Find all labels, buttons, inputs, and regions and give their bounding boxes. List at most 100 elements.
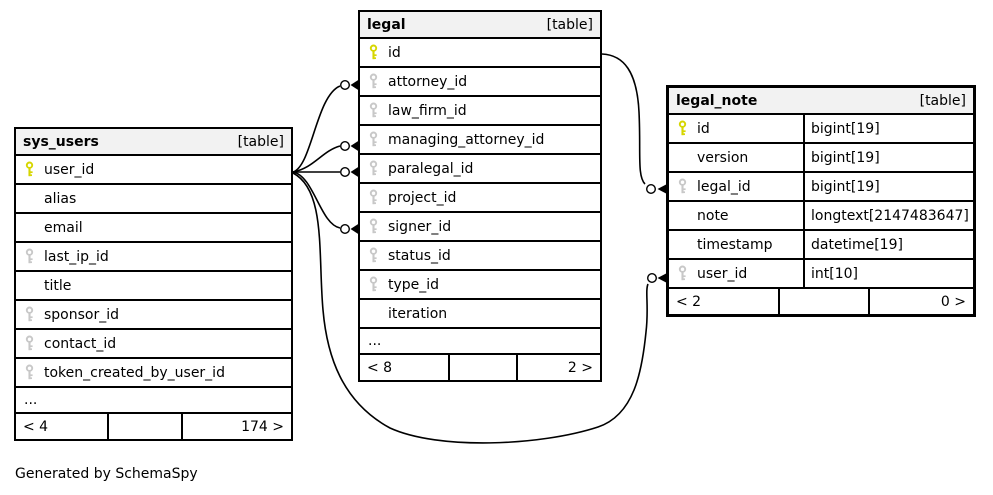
- column-row: law_firm_id: [360, 97, 600, 126]
- table-type-tag: [table]: [919, 92, 966, 109]
- rows-count: 0 >: [940, 293, 966, 310]
- column-type: bigint[19]: [803, 144, 973, 171]
- column-name: signer_id: [388, 218, 452, 235]
- key-icon-slot: [368, 276, 388, 293]
- key-icon-slot: [368, 160, 388, 177]
- footer-middle-cell: [448, 355, 518, 380]
- column-row: attorney_id: [360, 68, 600, 97]
- key-icon-slot: [368, 218, 388, 235]
- column-row: id: [360, 39, 600, 68]
- key-icon-slot: [24, 306, 44, 323]
- connector-legal-id-to-legal-note-legal-id: [601, 53, 646, 185]
- foreign-key-icon: [369, 131, 378, 147]
- foreign-key-icon: [678, 178, 687, 194]
- column-name: user_id: [697, 265, 748, 282]
- primary-key-icon: [369, 44, 378, 60]
- column-row: alias: [16, 185, 291, 214]
- foreign-key-icon: [25, 306, 34, 322]
- column-row: paralegal_id: [360, 155, 600, 184]
- column-name: email: [44, 219, 83, 236]
- column-type: longtext[2147483647]: [803, 202, 973, 229]
- column-name: note: [697, 207, 729, 224]
- footer-middle-cell: [107, 414, 183, 439]
- table-type-tag: [table]: [546, 16, 593, 33]
- column-name: project_id: [388, 189, 457, 206]
- column-name: paralegal_id: [388, 160, 474, 177]
- key-icon-slot: [368, 102, 388, 119]
- column-row: title: [16, 272, 291, 301]
- zero-circle-icon: [647, 273, 658, 284]
- column-row: signer_id: [360, 213, 600, 242]
- connector-sys-users-user-id-to-legal-note-user-id: [292, 172, 649, 444]
- footer-middle-cell: [778, 289, 870, 314]
- crowfoot-arrow-icon: [350, 79, 359, 91]
- key-icon-slot: [368, 73, 388, 90]
- column-name: timestamp: [697, 236, 773, 253]
- zero-circle-icon: [340, 79, 351, 90]
- column-name: managing_attorney_id: [388, 131, 545, 148]
- column-name: alias: [44, 190, 77, 207]
- column-name: legal_id: [697, 178, 751, 195]
- column-name: title: [44, 277, 72, 294]
- key-icon-slot: [24, 248, 44, 265]
- column-row: project_id: [360, 184, 600, 213]
- column-row: status_id: [360, 242, 600, 271]
- foreign-key-icon: [369, 247, 378, 263]
- primary-key-icon: [25, 161, 34, 177]
- foreign-key-icon: [25, 335, 34, 351]
- column-row: email: [16, 214, 291, 243]
- column-name: iteration: [388, 305, 448, 322]
- zero-circle-icon: [340, 166, 351, 177]
- foreign-key-icon: [369, 160, 378, 176]
- column-name: law_firm_id: [388, 102, 467, 119]
- zero-circle-icon: [340, 223, 351, 234]
- column-row: last_ip_id: [16, 243, 291, 272]
- column-name: status_id: [388, 247, 451, 264]
- column-name: version: [697, 149, 749, 166]
- column-row: user_id: [16, 156, 291, 185]
- rows-count: 2 >: [567, 359, 593, 376]
- table-name[interactable]: legal: [367, 16, 406, 33]
- ellipsis-row: ...: [360, 329, 600, 355]
- key-icon-slot: [368, 189, 388, 206]
- zero-circle-icon: [340, 140, 351, 151]
- crowfoot-arrow-icon: [657, 183, 668, 195]
- table-name[interactable]: legal_note: [676, 92, 758, 109]
- column-row: user_id int[10]: [669, 260, 973, 289]
- parents-count: < 4: [23, 418, 49, 435]
- table-name[interactable]: sys_users: [23, 133, 99, 150]
- ellipsis-row: ...: [16, 388, 291, 414]
- parents-count: < 2: [676, 293, 702, 310]
- column-row: contact_id: [16, 330, 291, 359]
- column-name: user_id: [44, 161, 95, 178]
- foreign-key-icon: [369, 102, 378, 118]
- key-icon-slot: [24, 161, 44, 178]
- column-name: type_id: [388, 276, 440, 293]
- connector-sys-users-user-id-to-legal-attorney-id: [292, 85, 341, 173]
- table-header: legal_note [table]: [669, 88, 973, 115]
- parents-count: < 8: [367, 359, 393, 376]
- foreign-key-icon: [25, 248, 34, 264]
- column-type: int[10]: [803, 260, 973, 287]
- crowfoot-arrow-icon: [350, 140, 359, 152]
- column-name: contact_id: [44, 335, 117, 352]
- crowfoot-arrow-icon: [657, 272, 668, 284]
- key-icon-slot: [677, 178, 697, 195]
- column-name: token_created_by_user_id: [44, 364, 225, 381]
- column-name: sponsor_id: [44, 306, 120, 323]
- key-icon-slot: [677, 120, 697, 137]
- column-name: last_ip_id: [44, 248, 109, 265]
- foreign-key-icon: [369, 276, 378, 292]
- crowfoot-arrow-icon: [350, 166, 359, 178]
- foreign-key-icon: [678, 265, 687, 281]
- key-icon-slot: [368, 131, 388, 148]
- column-row: type_id: [360, 271, 600, 300]
- column-row: managing_attorney_id: [360, 126, 600, 155]
